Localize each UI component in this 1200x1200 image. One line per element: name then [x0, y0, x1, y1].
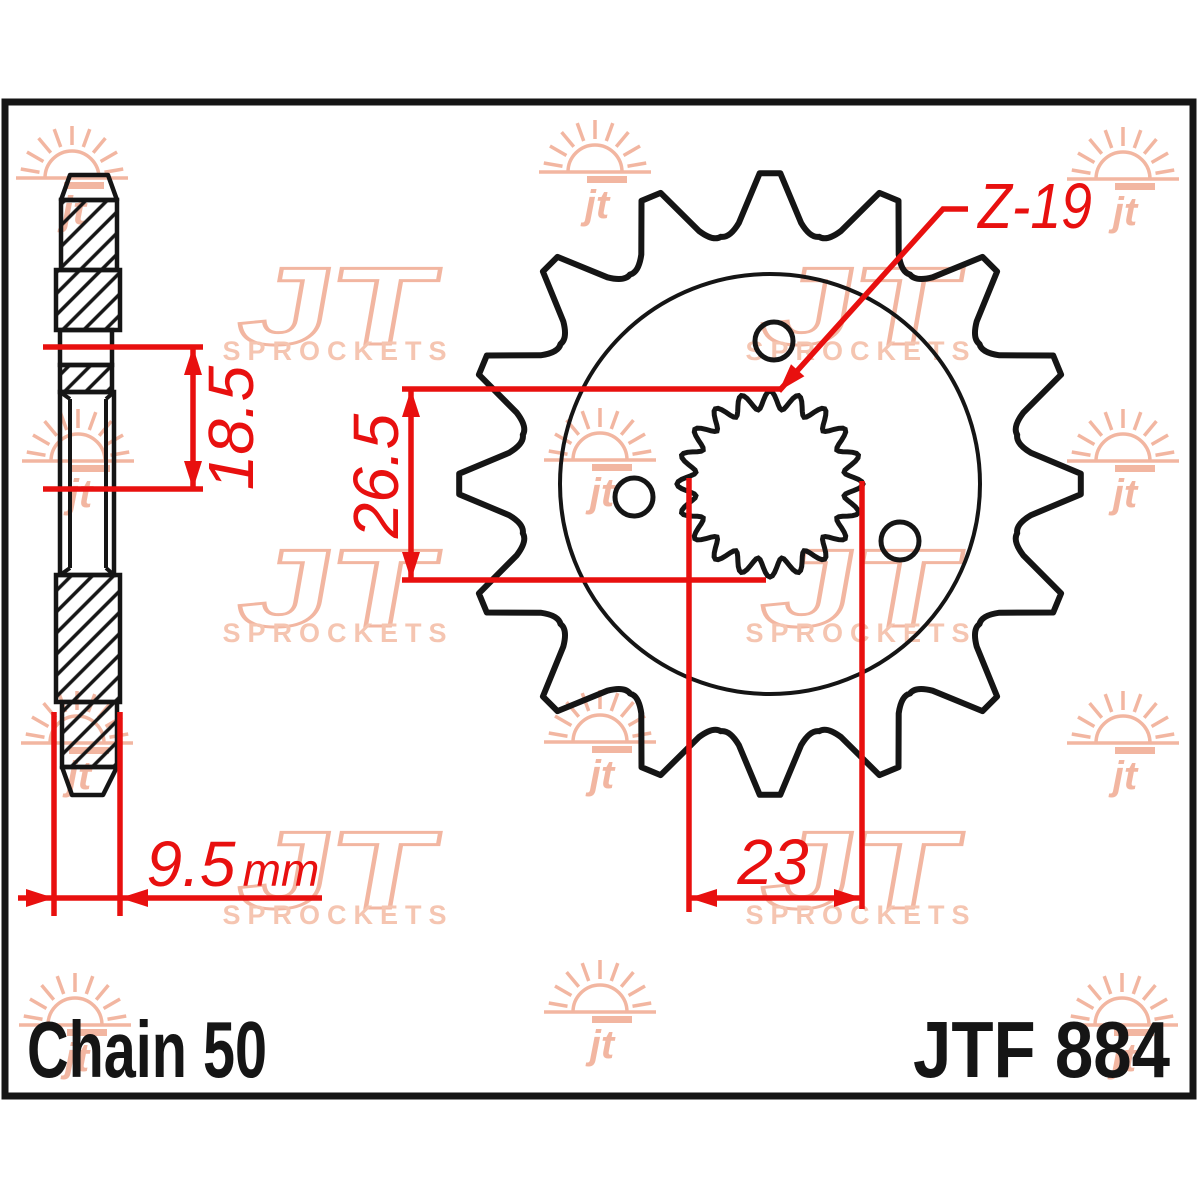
bore-dimension-label: 23	[736, 826, 809, 898]
svg-text:jt: jt	[1108, 190, 1139, 234]
dimension-arrowhead	[402, 389, 420, 417]
sun-watermark-icon: jt	[544, 690, 656, 797]
sun-watermark-icon: jt	[19, 973, 131, 1080]
dimension-arrowhead	[184, 461, 202, 489]
svg-text:jt: jt	[1108, 472, 1139, 516]
side-view-hatched-section	[53, 267, 123, 333]
dimension-arrowhead	[834, 889, 862, 907]
svg-text:JT: JT	[230, 810, 447, 932]
chain-size-label: Chain 50	[27, 1005, 267, 1094]
sun-watermark-icon: jt	[544, 960, 656, 1067]
bolt-hole	[612, 475, 656, 519]
sun-watermark-icon: jt	[1066, 973, 1178, 1080]
side-view-hatched-section	[57, 362, 115, 395]
svg-text:jt: jt	[60, 1036, 91, 1080]
part-number-label: JTF 884	[913, 1005, 1170, 1094]
svg-text:SPROCKETS: SPROCKETS	[222, 900, 453, 930]
side-view-hatched-section	[59, 699, 120, 770]
svg-text:jt: jt	[585, 471, 616, 515]
svg-text:JT: JT	[753, 246, 970, 368]
sun-watermark-icon: jt	[1067, 127, 1179, 234]
svg-text:SPROCKETS: SPROCKETS	[745, 900, 976, 930]
drawing-border	[1, 98, 1197, 1100]
teeth-count-leader-line	[776, 206, 968, 393]
bolt-hole	[878, 519, 922, 563]
bore-chamfer-line	[58, 566, 72, 577]
bore-chamfer-line	[58, 390, 72, 401]
spline-outer-dimension-label: 26.5	[340, 413, 412, 539]
sun-watermark-icon: jt	[544, 408, 656, 515]
bolt-hole	[752, 319, 796, 363]
svg-text:jt: jt	[1108, 754, 1139, 798]
hub-width-dimension-label: 18.5	[195, 365, 267, 490]
sun-watermark-icon: jt	[1067, 409, 1179, 516]
sun-watermark-icon: jt	[1067, 691, 1179, 798]
watermark-layer: jtjtjtjtjtjtjtjtjtjtjtjtJTSPROCKETSJTSPR…	[16, 120, 1179, 1080]
black-linework-layer	[53, 170, 1084, 798]
svg-text:jt: jt	[585, 1023, 616, 1067]
svg-text:jt: jt	[1107, 1036, 1138, 1080]
tooth-width-unit-label: mm	[243, 844, 320, 896]
svg-text:SPROCKETS: SPROCKETS	[222, 336, 453, 366]
svg-text:jt: jt	[63, 472, 94, 516]
bore-chamfer-line	[104, 390, 116, 401]
bore-chamfer-line	[104, 566, 116, 577]
spline-bore-outline	[674, 388, 866, 580]
svg-text:JT: JT	[230, 246, 447, 368]
tooth-width-value-label: 9.5	[147, 828, 236, 900]
sprocket-plate-circle	[558, 272, 982, 696]
dimension-arrowhead	[26, 889, 54, 907]
teeth-count-label: Z-19	[976, 170, 1092, 242]
dimension-arrowhead	[402, 552, 420, 580]
dimension-arrowhead	[120, 889, 148, 907]
red-dimension-layer	[18, 206, 968, 916]
dimension-arrowhead	[779, 364, 805, 391]
svg-text:jt: jt	[585, 753, 616, 797]
svg-text:SPROCKETS: SPROCKETS	[745, 618, 976, 648]
svg-text:SPROCKETS: SPROCKETS	[222, 618, 453, 648]
side-view-hatched-section	[53, 572, 123, 705]
dimension-arrowhead	[689, 889, 717, 907]
sprocket-teeth-outline	[456, 170, 1084, 798]
dimension-arrowhead	[184, 347, 202, 375]
svg-text:jt: jt	[580, 183, 611, 227]
sun-watermark-icon: jt	[539, 120, 651, 227]
